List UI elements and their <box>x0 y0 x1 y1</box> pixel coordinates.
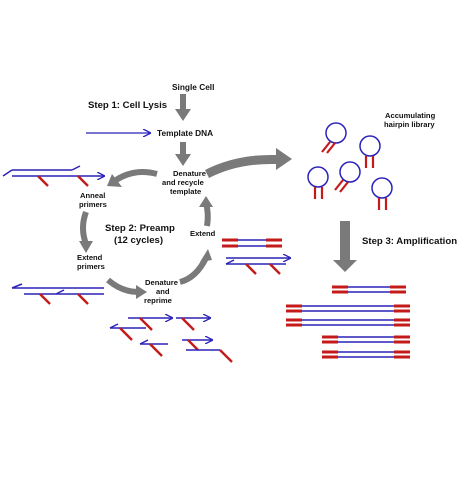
primer-1 <box>39 293 51 305</box>
strand-arrowhead <box>11 283 23 289</box>
label-template-dna: Template DNA <box>157 128 213 138</box>
arrow-step3-down <box>333 221 357 272</box>
extended-primers <box>11 283 104 305</box>
primer <box>245 263 257 275</box>
amplification-products <box>286 285 410 359</box>
hairpin-stem <box>334 179 349 193</box>
primer <box>219 349 233 363</box>
label-step2-line2: (12 cycles) <box>114 235 163 246</box>
primer-2 <box>77 175 89 187</box>
label-extend-primers-2: primers <box>77 262 105 271</box>
cycle-arrowhead-reprime <box>136 285 147 299</box>
cycle-arrowhead-denature <box>199 196 213 207</box>
arrow-to-hairpin-library <box>205 148 292 178</box>
cycle-arrowhead-extend <box>200 249 212 262</box>
label-extend: Extend <box>190 229 216 238</box>
hairpin-loop <box>307 166 329 188</box>
label-accumulating: Accumulating <box>385 111 436 120</box>
primer <box>187 339 199 351</box>
hairpin-loop <box>359 135 381 157</box>
label-denature-recycle-1: Denature <box>173 169 206 178</box>
primer-1 <box>37 175 49 187</box>
primer <box>119 327 133 341</box>
cycle-arrowhead-extend-primers <box>79 241 93 253</box>
reprimed-strands <box>109 317 233 363</box>
label-denature-reprime-3: reprime <box>144 296 172 305</box>
strand-end <box>2 169 13 177</box>
strand-arrowhead <box>109 323 119 329</box>
label-step3: Step 3: Amplification <box>362 236 457 247</box>
label-denature-reprime-1: Denature <box>145 278 178 287</box>
label-anneal-1: Anneal <box>80 191 105 200</box>
primer <box>139 317 153 331</box>
cycle-arrow-to-extend-primers <box>80 210 89 246</box>
label-single-cell: Single Cell <box>172 82 214 92</box>
label-hairpin-library: hairpin library <box>384 120 435 129</box>
arrow-single-cell-down <box>175 94 191 121</box>
label-step1: Step 1: Cell Lysis <box>88 100 167 111</box>
hairpin-loop <box>339 161 361 183</box>
annealed-strands <box>2 165 104 187</box>
primer <box>269 263 281 275</box>
hairpin-stem <box>321 141 336 154</box>
hairpin-stem <box>377 198 388 210</box>
hairpin-loop <box>325 122 347 144</box>
label-extend-primers-1: Extend <box>77 253 103 262</box>
label-step2-line1: Step 2: Preamp <box>105 223 175 234</box>
arrow-template-down <box>175 142 191 166</box>
primer-2 <box>77 293 89 305</box>
extended-products <box>222 238 290 275</box>
label-anneal-2: primers <box>79 200 107 209</box>
cycle-arrowhead-anneal <box>107 174 122 187</box>
hairpin-stem <box>313 187 324 199</box>
label-denature-reprime-2: and <box>156 287 170 296</box>
label-denature-recycle-2: and recycle <box>162 178 204 187</box>
primer <box>181 317 195 331</box>
strand-arrowhead <box>71 165 81 171</box>
cycle-arrow-to-denature-reprime <box>106 277 139 295</box>
hairpin-library <box>307 122 393 210</box>
hairpin-stem <box>364 156 375 168</box>
primer <box>149 343 163 357</box>
strand-arrowhead <box>55 289 65 295</box>
strand-arrowhead <box>139 339 149 345</box>
hairpin-loop <box>371 177 393 199</box>
label-denature-recycle-3: template <box>170 187 201 196</box>
strand-arrowhead <box>225 259 235 265</box>
cycle-arrow-to-anneal <box>114 169 158 183</box>
